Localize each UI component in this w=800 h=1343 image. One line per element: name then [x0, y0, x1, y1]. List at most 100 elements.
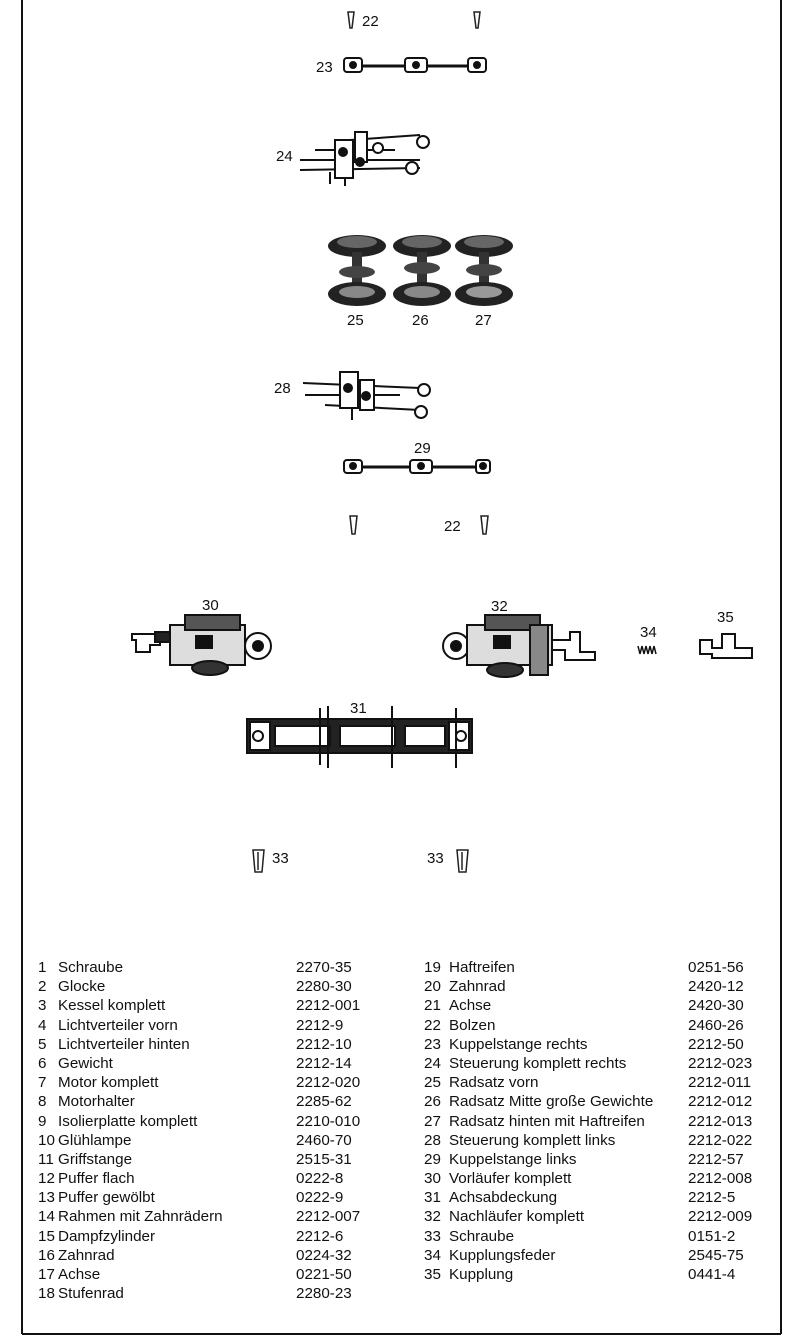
part-number: 8: [38, 1093, 47, 1111]
part-name: Zahnrad: [449, 978, 506, 996]
part-code: 0222-8: [296, 1170, 344, 1188]
part-code: 2212-009: [688, 1208, 753, 1226]
part-number: 23: [424, 1035, 441, 1053]
part-code: 2460-70: [296, 1131, 352, 1149]
page-border: [21, 0, 782, 1335]
part-name: Achse: [58, 1266, 101, 1283]
part-name: Lichtverteiler hinten: [58, 1035, 190, 1053]
part-number: 32: [424, 1208, 441, 1226]
axle-cover-31: [246, 706, 473, 768]
part-number: 2: [38, 978, 47, 996]
part-code: 2212-023: [688, 1054, 753, 1072]
part-code: 0441-4: [688, 1266, 736, 1283]
part-code: 2545-75: [688, 1246, 744, 1264]
part-number: 13: [38, 1189, 55, 1207]
part-number: 31: [424, 1189, 441, 1207]
part-code: 2212-012: [688, 1093, 753, 1111]
callout-34: 34: [640, 624, 657, 641]
part-number: 24: [424, 1054, 441, 1072]
part-number: 22: [424, 1016, 441, 1034]
part-name: Motor komplett: [58, 1074, 159, 1092]
part-code: 2460-26: [688, 1016, 744, 1034]
part-number: 18: [38, 1285, 55, 1303]
part-number: 1: [38, 959, 47, 976]
callout-29: 29: [414, 440, 431, 457]
part-name: Kessel komplett: [58, 997, 166, 1015]
callout-22-mid: 22: [444, 518, 461, 535]
part-name: Radsatz hinten mit Haftreifen: [449, 1112, 645, 1130]
part-name: Stufenrad: [58, 1285, 124, 1303]
part-number: 15: [38, 1227, 55, 1245]
part-number: 10: [38, 1131, 55, 1149]
part-code: 2212-011: [688, 1074, 752, 1092]
part-name: Kupplungsfeder: [449, 1246, 556, 1264]
part-number: 11: [38, 1150, 54, 1168]
part-name: Motorhalter: [58, 1093, 135, 1111]
part-number: 4: [38, 1016, 47, 1034]
coupling-rod-23: [343, 57, 487, 73]
valve-gear-28: [302, 371, 431, 420]
part-number: 9: [38, 1112, 47, 1130]
part-number: 17: [38, 1266, 55, 1283]
screw-33-left: [252, 849, 265, 873]
part-name: Schraube: [58, 959, 124, 976]
part-name: Griffstange: [58, 1150, 133, 1168]
part-code: 0224-32: [296, 1246, 352, 1264]
part-code: 0221-50: [296, 1266, 352, 1283]
screw-33-right: [456, 849, 469, 873]
part-code: 2212-5: [688, 1189, 736, 1207]
part-code: 2212-007: [296, 1208, 361, 1226]
part-code: 2212-14: [296, 1054, 352, 1072]
part-name: Steuerung komplett links: [449, 1131, 616, 1149]
callout-23: 23: [316, 59, 333, 76]
part-name: Vorläufer komplett: [449, 1170, 572, 1188]
part-code: 0222-9: [296, 1189, 344, 1207]
part-code: 2280-23: [296, 1285, 352, 1303]
callout-33-right: 33: [427, 850, 444, 867]
callout-22-top: 22: [362, 13, 379, 30]
part-number: 7: [38, 1074, 47, 1092]
part-name: Gewicht: [58, 1054, 113, 1072]
part-number: 14: [38, 1208, 55, 1226]
bolt-22-top-left: [347, 11, 355, 29]
callout-30: 30: [202, 597, 219, 614]
part-name: Puffer flach: [58, 1170, 135, 1188]
part-code: 0251-56: [688, 959, 744, 976]
part-name: Isolierplatte komplett: [58, 1112, 198, 1130]
part-number: 12: [38, 1170, 55, 1188]
part-number: 5: [38, 1035, 47, 1053]
part-name: Puffer gewölbt: [58, 1189, 155, 1207]
part-name: Schraube: [449, 1227, 515, 1245]
part-number: 28: [424, 1131, 441, 1149]
part-number: 30: [424, 1170, 441, 1188]
part-number: 25: [424, 1074, 441, 1092]
part-code: 2280-30: [296, 978, 352, 996]
callout-35: 35: [717, 609, 734, 626]
part-number: 26: [424, 1093, 441, 1111]
leading-truck-30: [131, 614, 272, 676]
part-code: 2212-001: [296, 997, 361, 1015]
callout-25: 25: [347, 312, 364, 329]
part-name: Lichtverteiler vorn: [58, 1016, 178, 1034]
